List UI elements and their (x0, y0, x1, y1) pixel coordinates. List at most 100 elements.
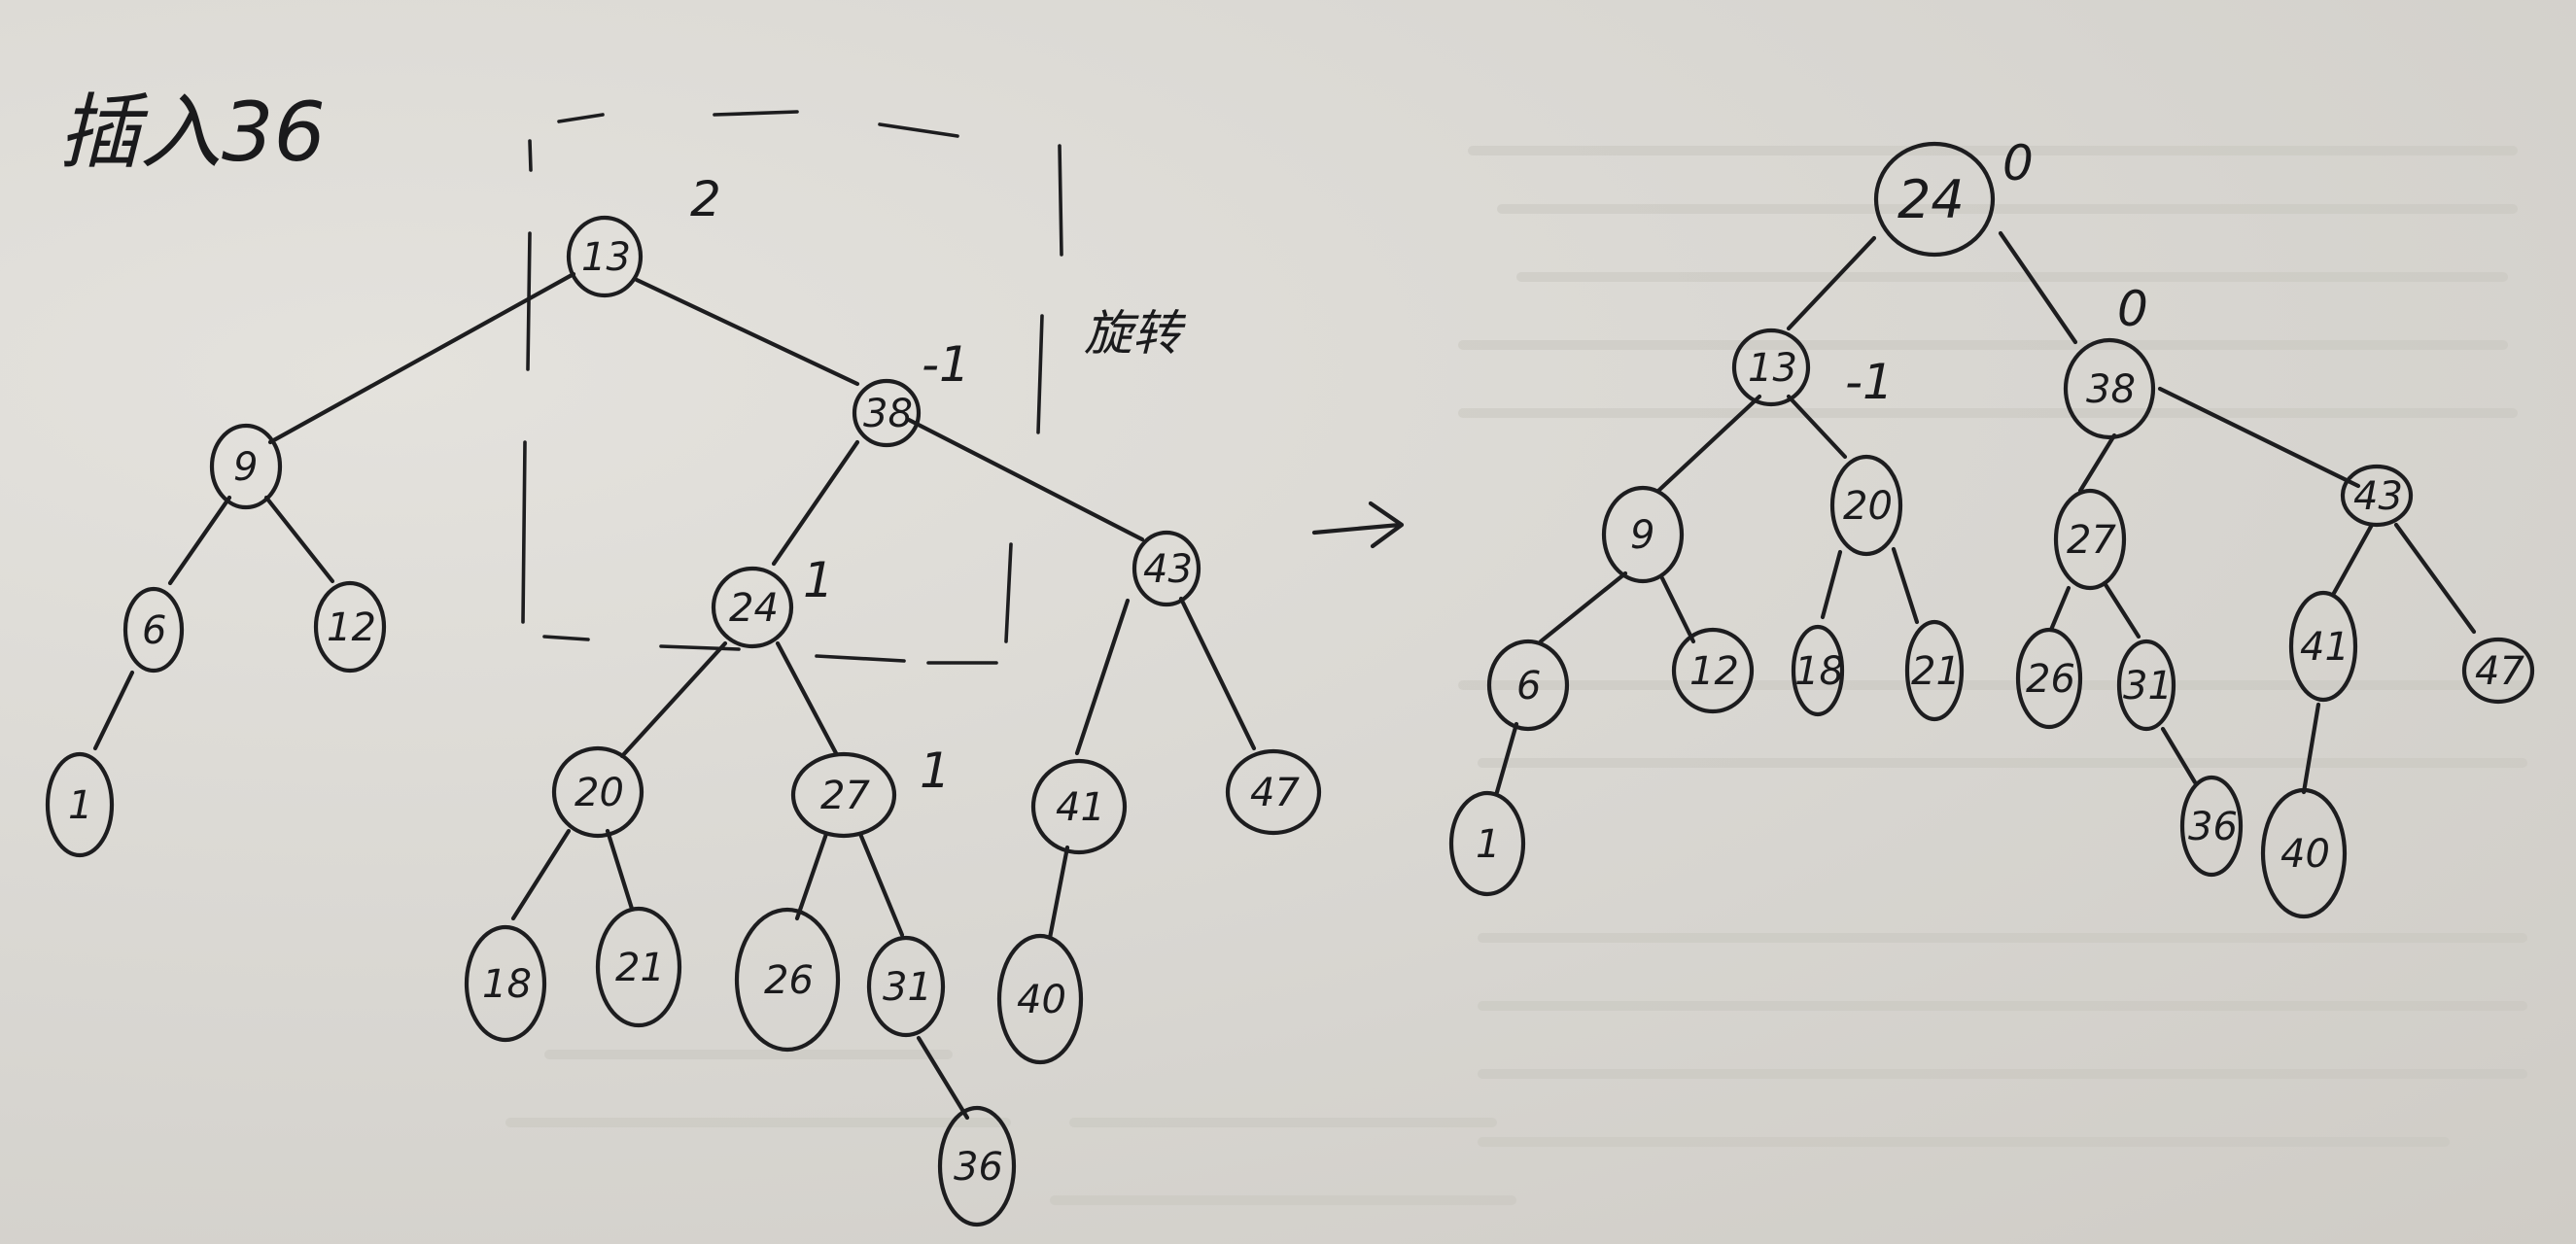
node-label-9: 9 (233, 445, 258, 490)
node-circle-47 (1225, 748, 1322, 836)
left-tree-nodes (45, 215, 1322, 1227)
balance-factor-27: 1 (920, 743, 951, 799)
node-circle-20 (551, 745, 644, 839)
balance-factor-13: -1 (1845, 354, 1894, 410)
balance-factor-38: -1 (922, 336, 970, 393)
node-circle-27 (2053, 488, 2127, 591)
node-label-6: 6 (1516, 664, 1541, 708)
node-circle-31 (2116, 639, 2176, 732)
node-circle-38 (852, 378, 922, 448)
title-note: 插入36 (58, 85, 326, 180)
bleed-through-line (1050, 1195, 1516, 1205)
edge-9-12 (263, 495, 335, 584)
node-label-36: 36 (954, 1145, 1003, 1190)
right-tree-edges (1494, 230, 2477, 795)
node-label-41: 41 (2300, 625, 2350, 670)
node-label-40: 40 (1017, 978, 1066, 1022)
node-circle-40 (2260, 787, 2348, 919)
left-tree-edges (92, 271, 1257, 1121)
bleed-through-line (1458, 680, 2527, 690)
node-label-20: 20 (574, 771, 624, 815)
node-circle-38 (2063, 337, 2156, 440)
edge-13-9 (1655, 394, 1762, 494)
node-circle-6 (1486, 639, 1570, 732)
edge-20-18 (510, 828, 572, 921)
edge-9-6 (167, 495, 232, 586)
edge-6-1 (1494, 721, 1519, 795)
node-label-20: 20 (1843, 484, 1893, 529)
bleed-through-line (1478, 1137, 2450, 1147)
edge-27-31 (857, 831, 905, 938)
node-label-12: 12 (327, 605, 376, 650)
node-label-21: 21 (1911, 649, 1961, 694)
edge-24-38 (1998, 230, 2078, 345)
left-tree-labels: 13 9 6 12 1 38 24 43 20 27 41 47 18 21 2… (68, 235, 1300, 1190)
edge-9-12 (1659, 575, 1696, 644)
edge-43-41 (1074, 598, 1131, 756)
bleed-through-line (1478, 758, 2527, 768)
edge-24-20 (619, 640, 728, 759)
edge-27-26 (2048, 585, 2071, 633)
edge-20-18 (1820, 549, 1843, 620)
bleed-through-line (1516, 272, 2508, 282)
node-label-1: 1 (68, 783, 92, 828)
node-label-47: 47 (1250, 771, 1300, 815)
balance-factor-13: 2 (690, 171, 721, 227)
balance-factor-38: 0 (2117, 281, 2148, 337)
edge-31-36 (2160, 726, 2198, 785)
node-circle-41 (2288, 590, 2358, 703)
node-circle-13 (1731, 328, 1811, 407)
edge-43-41 (2330, 522, 2375, 598)
node-label-40: 40 (2280, 832, 2330, 877)
node-label-24: 24 (729, 586, 779, 631)
node-circle-13 (566, 215, 644, 298)
edge-6-1 (92, 670, 135, 751)
node-circle-9 (1601, 485, 1685, 584)
node-label-31: 31 (883, 965, 932, 1010)
right-tree-labels: 24 13 38 9 20 27 43 6 12 18 21 26 31 41 … (1476, 169, 2524, 877)
node-label-9: 9 (1630, 513, 1654, 558)
node-circle-20 (1829, 454, 1903, 557)
edge-43-47 (1178, 596, 1257, 751)
node-label-38: 38 (2086, 367, 2136, 412)
node-circle-26 (2015, 627, 2083, 730)
rotation-label: 旋转 (1084, 305, 1187, 362)
edge-31-36 (916, 1035, 970, 1121)
node-label-26: 26 (2026, 657, 2075, 702)
node-circle-18 (464, 924, 547, 1043)
node-label-6: 6 (142, 608, 166, 653)
node-circle-31 (866, 935, 946, 1038)
node-label-47: 47 (2475, 649, 2524, 694)
bleed-through-line (505, 1118, 1011, 1127)
node-circle-24 (1873, 141, 1996, 258)
bleed-through-line (1069, 1118, 1497, 1127)
edge-38-24 (771, 439, 860, 567)
node-circle-26 (734, 907, 841, 1053)
edge-38-43 (2157, 386, 2361, 489)
bleed-through-line (1458, 408, 2518, 418)
node-circle-36 (2179, 775, 2244, 878)
node-label-13: 13 (581, 235, 631, 280)
node-label-31: 31 (2123, 664, 2173, 708)
node-label-1: 1 (1476, 822, 1500, 867)
node-label-43: 43 (1143, 547, 1193, 592)
node-circle-41 (1030, 758, 1128, 855)
edge-41-40 (1047, 845, 1070, 941)
node-circle-1 (1448, 790, 1526, 897)
node-circle-24 (711, 566, 794, 649)
node-label-36: 36 (2188, 805, 2238, 849)
edge-13-38 (634, 277, 860, 387)
edge-20-21 (1891, 546, 1920, 625)
node-circle-1 (45, 751, 115, 858)
node-label-18: 18 (1794, 649, 1844, 694)
edge-38-27 (2077, 432, 2117, 494)
node-circle-6 (122, 586, 185, 674)
node-circle-21 (1904, 619, 1965, 722)
edge-13-20 (1786, 394, 1848, 460)
balance-factor-24: 1 (803, 552, 834, 608)
bleed-through-line (544, 1050, 953, 1059)
arrow-icon (1311, 501, 1405, 549)
node-circle-43 (2340, 464, 2414, 528)
edge-27-26 (794, 831, 829, 921)
rotation-box (521, 110, 1063, 665)
